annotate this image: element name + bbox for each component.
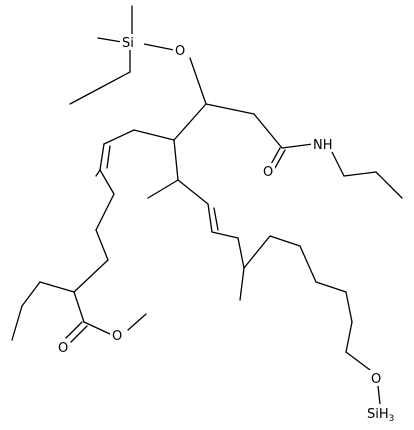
- bond-alkene-left-2: [106, 145, 111, 169]
- bond-propyl-2: [99, 71, 131, 89]
- atom-si-top: Si: [122, 36, 134, 51]
- bond-chain-l: [345, 351, 371, 371]
- bond-chain-b: [95, 193, 115, 231]
- bond-n-propyl-2: [343, 171, 377, 177]
- bond-ester-double-1: [65, 321, 83, 339]
- bond-center-ch2: [133, 129, 175, 141]
- bond-alkene-left-1: [99, 143, 105, 171]
- bond-chain-i: [315, 281, 347, 293]
- atom-nh: NH: [313, 138, 333, 153]
- bond-center-chme: [173, 139, 179, 181]
- atom-labels: Si O NH O O O O SiH3: [56, 34, 399, 424]
- bond-o-ch: [189, 57, 207, 105]
- bond-alpha-ester: [73, 291, 85, 323]
- bond-chme-alkene: [177, 179, 209, 205]
- bond-n-propyl-1: [329, 147, 345, 177]
- bond-alkene-right-2: [213, 207, 219, 231]
- bond-si-o: [143, 43, 175, 51]
- bond-chain-h: [299, 245, 317, 283]
- bond-chain-c: [95, 229, 109, 261]
- atom-o-amide: O: [263, 165, 273, 180]
- atom-o-bottom: O: [371, 372, 381, 387]
- bond-chain-g: [269, 235, 301, 247]
- bond-ch2-carbonyl: [253, 113, 283, 149]
- bond-co-double-2: [274, 149, 286, 169]
- bond-chain-j: [345, 291, 353, 323]
- bond-alpha-propyl-3: [11, 305, 23, 341]
- bond-alkene-right-1: [207, 203, 213, 233]
- bond-ch-ch2: [205, 103, 255, 115]
- bond-o-methyl: [127, 313, 147, 331]
- bond-chme-methyl: [147, 179, 179, 199]
- bond-ester-o: [83, 321, 111, 335]
- bond-ester-double-2: [70, 325, 88, 343]
- bond-alkene-right-3: [211, 231, 239, 239]
- atom-sih3: SiH3: [367, 407, 394, 424]
- bond-carbonyl-n: [281, 143, 314, 149]
- bond-ch-center: [173, 103, 207, 141]
- bond-chain-f: [243, 235, 271, 269]
- bond-alpha-propyl-1: [39, 281, 75, 293]
- bond-n-propyl-3: [375, 171, 403, 199]
- bond-chain-e: [237, 237, 245, 269]
- atom-o-ester-alkoxy: O: [112, 329, 122, 344]
- bond-o-sih3: [377, 385, 381, 405]
- atom-o-ester-carbonyl: O: [58, 341, 68, 356]
- bonds: [11, 5, 403, 405]
- bond-chain-a: [99, 169, 115, 195]
- bond-chain-d: [73, 259, 109, 293]
- bond-chain-k: [345, 321, 353, 353]
- bond-alkene-down: [95, 169, 101, 177]
- bond-si-methyl-left: [97, 37, 123, 43]
- bond-alpha-propyl-2: [21, 281, 41, 307]
- bond-ch2-ch2: [103, 129, 135, 145]
- atom-o-silyl-ether: O: [175, 44, 185, 59]
- bond-propyl-3: [69, 87, 101, 105]
- bond-chme2-methyl: [239, 267, 245, 301]
